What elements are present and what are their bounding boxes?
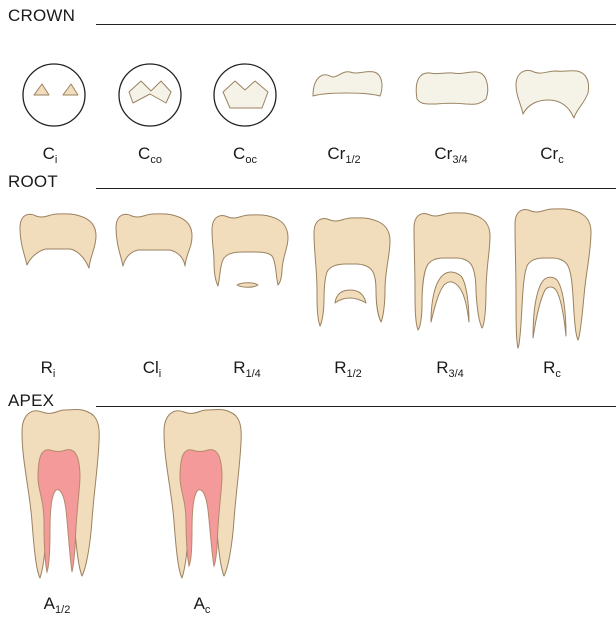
stage-label-subscript: co (150, 154, 162, 166)
tooth-stage-cr-complete (516, 71, 589, 118)
tooth-stage-coc (214, 64, 276, 126)
stage-label-root-2: R1/4 (207, 358, 287, 384)
stage-label-apex-0: A1/2 (17, 594, 97, 620)
stage-label-base: A (44, 594, 55, 613)
stage-label-base: C (138, 144, 150, 163)
tooth-stage-ci (23, 64, 85, 126)
stage-label-subscript: c (558, 154, 564, 166)
stage-label-base: R (436, 358, 448, 377)
tooth-stage-r-half (314, 218, 390, 326)
stage-label-crown-1: Cco (110, 144, 190, 170)
stage-label-base: Cr (327, 144, 345, 163)
tooth-stage-r-quarter (212, 215, 288, 287)
tooth-stage-ac (164, 410, 241, 579)
stage-label-subscript: i (53, 368, 55, 380)
stage-label-base: A (194, 594, 205, 613)
stage-label-root-0: Ri (8, 358, 88, 384)
tooth-stage-ri (20, 214, 96, 268)
stage-label-crown-2: Coc (205, 144, 285, 170)
stage-label-crown-3: Cr1/2 (304, 144, 384, 170)
stage-label-subscript: 1/4 (245, 368, 260, 380)
tooth-stage-r-three-quarter (414, 213, 490, 330)
stage-label-apex-1: Ac (162, 594, 242, 620)
stage-label-subscript: c (205, 604, 211, 616)
stage-label-base: Cr (540, 144, 558, 163)
stage-label-base: Cr (434, 144, 452, 163)
stage-label-root-1: Cli (112, 358, 192, 384)
stage-label-subscript: 3/4 (452, 154, 467, 166)
stage-label-subscript: i (159, 368, 161, 380)
stage-label-base: R (233, 358, 245, 377)
tooth-stage-cr-three-quarter (416, 72, 487, 104)
stage-label-base: R (334, 358, 346, 377)
stage-label-base: R (543, 358, 555, 377)
stage-label-root-5: Rc (512, 358, 592, 384)
stage-label-base: R (41, 358, 53, 377)
stage-label-crown-5: Crc (512, 144, 592, 170)
stage-label-root-4: R3/4 (410, 358, 490, 384)
stage-label-root-3: R1/2 (308, 358, 388, 384)
stage-label-crown-0: Ci (10, 144, 90, 170)
stage-label-subscript: oc (245, 154, 257, 166)
stage-label-subscript: c (555, 368, 561, 380)
tooth-stage-cr-half (313, 72, 382, 96)
tooth-stage-rc (515, 209, 591, 348)
stage-label-base: C (233, 144, 245, 163)
stage-label-subscript: 1/2 (345, 154, 360, 166)
tooth-stage-a-half (22, 410, 99, 579)
stage-label-subscript: 3/4 (448, 368, 463, 380)
stage-label-base: C (43, 144, 55, 163)
tooth-stage-cli (116, 214, 192, 266)
tooth-stage-cco (119, 64, 181, 126)
stage-label-subscript: i (55, 154, 57, 166)
stage-label-base: Cl (143, 358, 159, 377)
stage-label-crown-4: Cr3/4 (411, 144, 491, 170)
stage-label-subscript: 1/2 (55, 604, 70, 616)
stage-label-subscript: 1/2 (346, 368, 361, 380)
